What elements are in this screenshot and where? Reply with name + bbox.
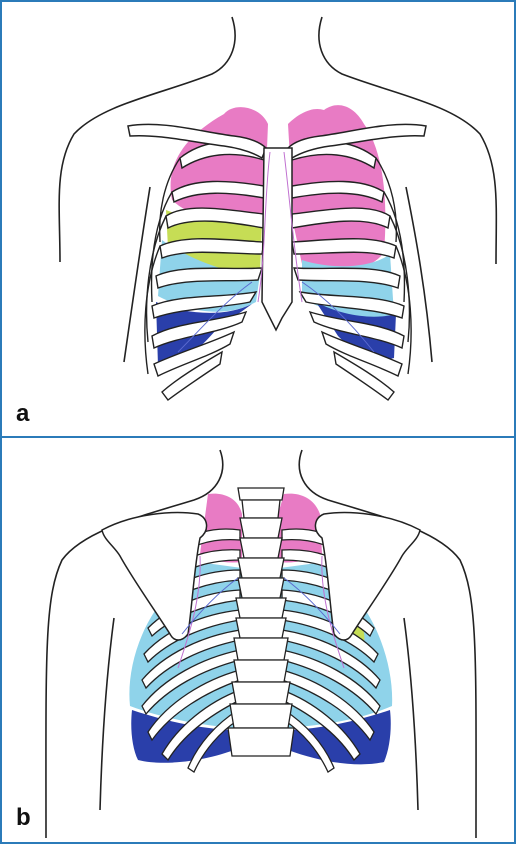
anterior-thorax-illustration xyxy=(2,2,514,438)
panel-label-a: a xyxy=(16,402,29,426)
posterior-thorax-illustration xyxy=(2,438,514,842)
panel-anterior: a xyxy=(0,0,516,440)
panel-label-b: b xyxy=(16,806,31,830)
sternum xyxy=(262,148,292,330)
panel-posterior: b xyxy=(0,436,516,844)
